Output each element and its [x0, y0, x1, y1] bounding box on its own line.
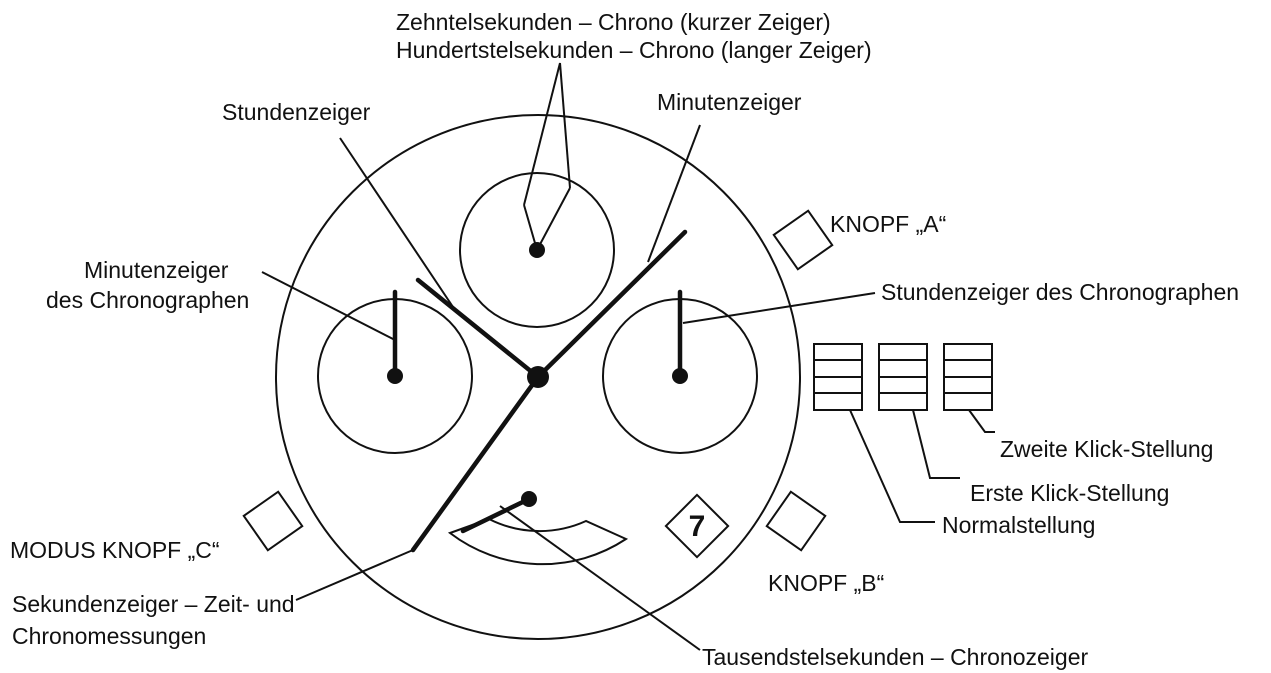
- pivot-left: [387, 368, 403, 384]
- crown-normal: [813, 343, 863, 411]
- label-first-click: Erste Klick-Stellung: [970, 480, 1169, 506]
- label-normal: Normalstellung: [942, 512, 1095, 538]
- crown-first-click: [878, 343, 928, 411]
- label-chrono-minute-line1: Minutenzeiger: [84, 257, 229, 283]
- main-second-hand: [410, 374, 541, 553]
- label-minutenzeiger: Minutenzeiger: [657, 89, 802, 115]
- subdial-top: [459, 172, 615, 328]
- label-seconds-line1: Sekundenzeiger – Zeit- und: [12, 591, 295, 617]
- label-modus-knopf-c: MODUS KNOPF „C“: [10, 537, 220, 563]
- crown-second-click: [943, 343, 993, 411]
- label-seconds-line2: Chronomessungen: [12, 623, 206, 649]
- label-tausendstel: Tausendstelsekunden – Chronozeiger: [702, 644, 1088, 670]
- label-hundertstel: Hundertstelsekunden – Chrono (langer Zei…: [396, 37, 872, 63]
- main-hour-minute-hands: [415, 229, 688, 381]
- bottom-subdial-hand: [460, 496, 532, 534]
- label-zehntel: Zehntelsekunden – Chrono (kurzer Zeiger): [396, 9, 831, 35]
- leader-lines: [261, 62, 995, 651]
- label-knopf-b: KNOPF „B“: [768, 570, 884, 596]
- button-c[interactable]: [242, 490, 304, 552]
- label-knopf-a: KNOPF „A“: [830, 211, 946, 237]
- button-a[interactable]: [772, 209, 834, 271]
- watch-case: [275, 114, 801, 640]
- pivot-center: [527, 366, 549, 388]
- top-subdial-hands: [523, 187, 571, 253]
- label-stundenzeiger: Stundenzeiger: [222, 99, 371, 125]
- label-second-click: Zweite Klick-Stellung: [1000, 436, 1213, 462]
- button-b[interactable]: [765, 490, 827, 552]
- label-chrono-hour: Stundenzeiger des Chronographen: [881, 279, 1239, 305]
- label-chrono-minute-line2: des Chronographen: [46, 287, 249, 313]
- date-window-number: 7: [689, 510, 706, 543]
- pivot-top: [529, 242, 545, 258]
- pivot-right: [672, 368, 688, 384]
- pivot-bottom: [521, 491, 537, 507]
- subdial-bottom-arc: [447, 517, 629, 566]
- date-window: [664, 493, 730, 559]
